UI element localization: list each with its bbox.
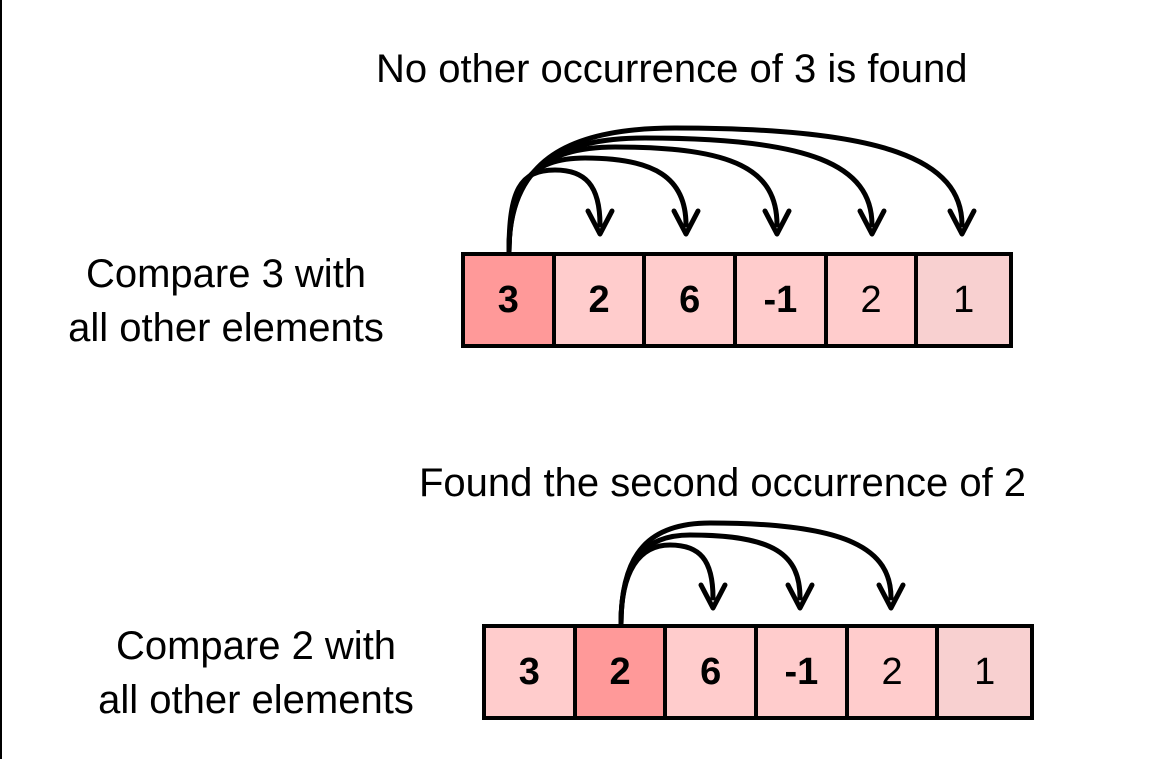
panel-2-cell-5: 1 [939, 628, 1031, 716]
panel-1-arrowhead-cell-1 [585, 208, 615, 237]
panel-2-label-line-1: Compare 2 with [115, 624, 397, 668]
panel-2-cell-0: 3 [486, 628, 577, 716]
panel-2-caption: Found the second occurrence of 2 [419, 461, 1027, 505]
panel-2-arrowhead-cell-3 [785, 582, 815, 611]
panel-1-arc-to-cell-5 [506, 125, 965, 255]
panel-2-label-line-2: all other elements [98, 678, 414, 722]
panel-1-cell-4: 2 [827, 256, 919, 344]
panel-1-cell-5: 1 [918, 256, 1010, 344]
panel-1-cell-2: 6 [646, 256, 738, 344]
panel-2-arc-to-cell-4 [618, 520, 894, 627]
panel-1-array: 3 2 6 -1 2 1 [461, 252, 1013, 348]
panel-1-cell-1: 2 [555, 256, 647, 344]
panel-1-label-line-1: Compare 3 with [85, 252, 367, 296]
panel-1-cell-0: 3 [465, 256, 556, 344]
panel-1-caption: No other occurrence of 3 is found [376, 47, 968, 91]
panel-2-label: Compare 2 with all other elements [78, 619, 434, 727]
panel-1-arrowhead-cell-2 [671, 208, 701, 237]
panel-2-arrowhead-cell-2 [698, 582, 728, 611]
panel-2-cell-3: -1 [758, 628, 849, 716]
panel-2-array: 3 2 6 -1 2 1 [482, 624, 1034, 720]
panel-2-arrowhead-cell-4 [876, 582, 906, 611]
panel-2-cell-1: 2 [576, 628, 668, 716]
panel-1-label: Compare 3 with all other elements [48, 247, 404, 355]
panel-1-cell-3: -1 [737, 256, 828, 344]
panel-2-cell-2: 6 [667, 628, 759, 716]
panel-1-arrowhead-cell-4 [857, 208, 887, 237]
panel-2-cell-4: 2 [848, 628, 940, 716]
panel-1-label-line-2: all other elements [68, 306, 384, 350]
panel-1-arrowhead-cell-5 [947, 208, 977, 237]
panel-1-arrowhead-cell-3 [762, 208, 792, 237]
